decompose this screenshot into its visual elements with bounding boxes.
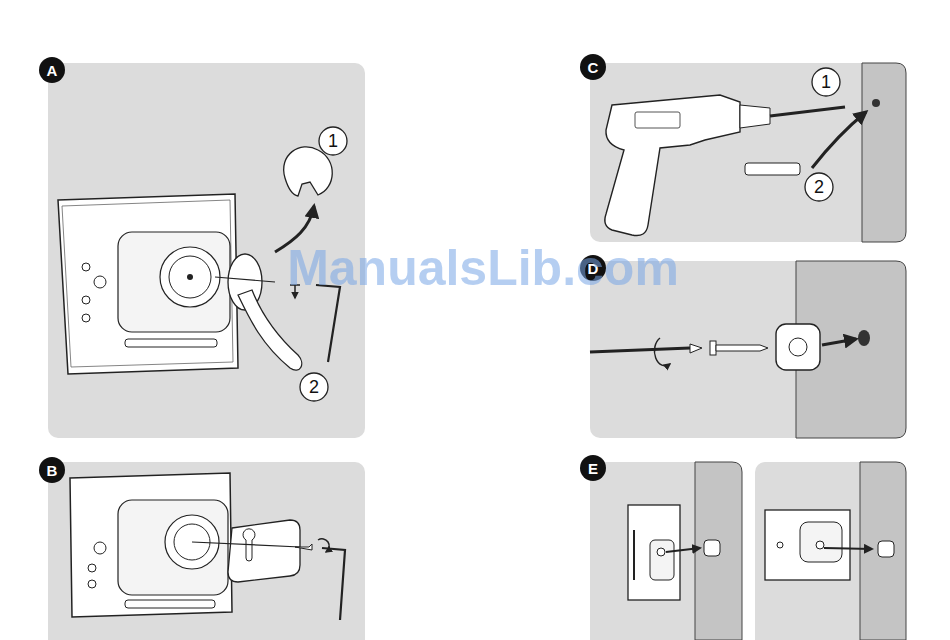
step-badge: [39, 57, 65, 83]
callout-circle: [300, 373, 328, 401]
wall-mount: [776, 324, 820, 370]
step-letter: A: [47, 63, 58, 78]
insert-arrow: [822, 339, 856, 345]
drill-bit: [770, 107, 845, 116]
frame-back-panel: [118, 232, 230, 332]
photo-frame: [70, 473, 232, 617]
wall-mount-hole: [789, 338, 807, 356]
photo-frame: [628, 505, 680, 600]
screw: [716, 345, 768, 351]
screw: [295, 544, 312, 550]
insert-arrow: [812, 112, 866, 168]
wall-mount: [878, 541, 894, 557]
card-slot: [633, 530, 635, 580]
screw-hole: [187, 274, 193, 280]
callout-number: 1: [328, 132, 338, 150]
allen-key: [322, 548, 345, 620]
wall-bracket: [650, 540, 674, 580]
callout-number: 2: [814, 178, 824, 196]
hang-arrow: [824, 548, 872, 549]
callout-circle: [319, 127, 347, 155]
step-badge: [580, 455, 606, 481]
wall-plug: [745, 163, 800, 175]
card-slot: [125, 339, 217, 347]
panel: [590, 63, 906, 242]
mount-ring: [160, 247, 220, 307]
hang-arrow: [666, 548, 700, 552]
panel: [590, 462, 742, 640]
frame-back-panel: [118, 500, 228, 595]
frame-edge: [62, 200, 233, 367]
wall-mount: [704, 540, 720, 556]
keyhole: [816, 541, 824, 549]
photo-frame: [765, 510, 850, 580]
step-letter: C: [588, 60, 599, 75]
step-letter: B: [47, 463, 58, 478]
callout-number: 2: [309, 378, 319, 396]
watermark: ManualsLib.com: [287, 243, 679, 293]
button: [88, 564, 96, 572]
button: [82, 314, 90, 322]
photo-frame: [58, 194, 238, 374]
card-slot: [125, 600, 215, 608]
step-badge: [580, 54, 606, 80]
wall-hole: [872, 99, 880, 107]
allen-key: [316, 285, 340, 362]
callout-circle: [812, 68, 840, 96]
turn-arrow: [318, 539, 329, 552]
step-badge: [39, 457, 65, 483]
callout-circle: [805, 173, 833, 201]
keyhole: [657, 548, 665, 556]
panel: [755, 462, 906, 640]
callout-number: 1: [821, 73, 831, 91]
wall: [862, 63, 906, 242]
turn-arrow: [654, 338, 670, 366]
button: [94, 542, 106, 554]
button: [82, 263, 90, 271]
drill: [605, 95, 740, 236]
cover-cap: [284, 147, 333, 196]
button: [777, 542, 783, 548]
screw-axis: [215, 277, 275, 282]
drill-chuck: [740, 105, 770, 128]
screwdriver-tip: [690, 344, 702, 353]
wall-hole: [858, 330, 870, 346]
panel: [48, 462, 365, 640]
mount-ring: [169, 256, 211, 298]
screw-axis: [192, 542, 300, 547]
stand-leg: [238, 290, 302, 370]
button: [82, 296, 90, 304]
step-letter: E: [588, 461, 598, 476]
wall: [695, 462, 742, 640]
drill-detail: [635, 112, 680, 128]
button: [94, 276, 106, 288]
screw-head: [710, 341, 716, 355]
wall-bracket: [800, 522, 842, 562]
wall: [860, 462, 906, 640]
screwdriver: [590, 348, 690, 352]
button: [88, 580, 96, 588]
wall-bracket: [228, 520, 300, 582]
